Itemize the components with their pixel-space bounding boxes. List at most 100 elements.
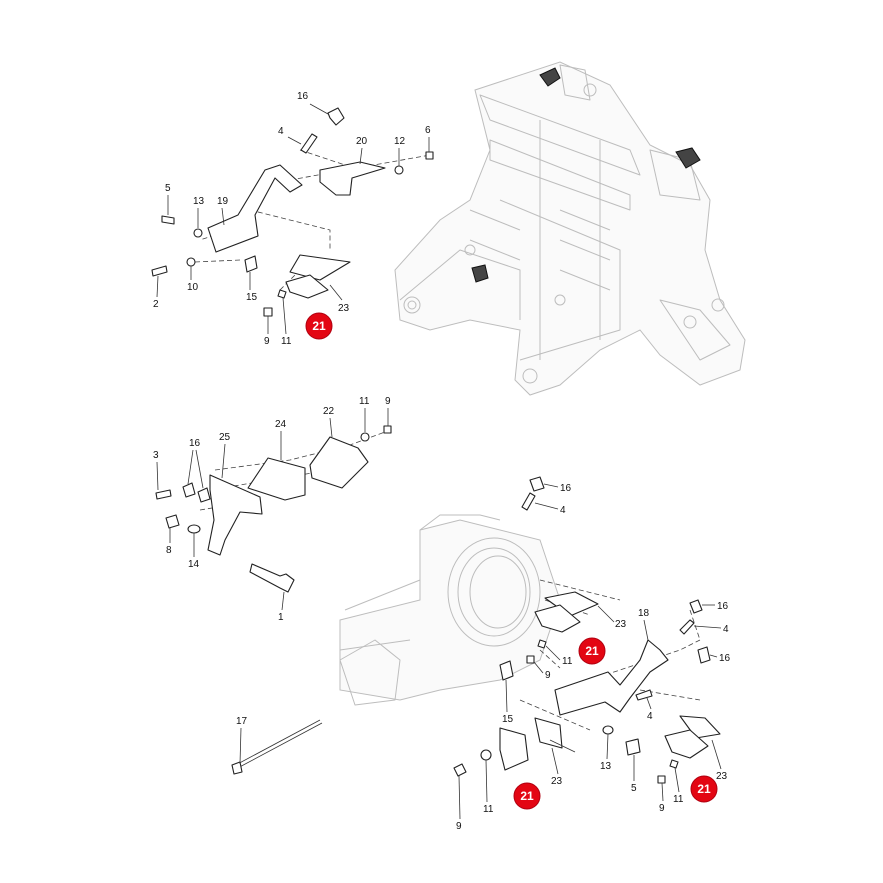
part-9-nut: [383, 425, 392, 434]
part-22-plate: [309, 436, 369, 489]
callout-12: 12: [394, 136, 406, 147]
assembly-top-left: [151, 107, 434, 317]
part-11-washer: [537, 639, 547, 649]
part-16-elbow: [689, 599, 703, 614]
part-14-washer: [187, 524, 201, 534]
part-15-spacer: [499, 660, 514, 681]
part-23-plate: [289, 254, 351, 281]
callout-9: 9: [659, 803, 665, 814]
callout-9: 9: [456, 821, 462, 832]
part-11-washer: [277, 289, 287, 299]
part-6-nut: [425, 151, 434, 160]
callout-4: 4: [723, 624, 729, 635]
callout-4: 4: [278, 126, 284, 137]
part-4-bolt: [521, 492, 536, 511]
part-21-badge[interactable]: 21: [513, 782, 541, 810]
callout-5: 5: [165, 183, 171, 194]
part-12-washer: [394, 165, 404, 175]
part-9-nut: [263, 307, 273, 317]
callout-23: 23: [615, 619, 627, 630]
callout-1: 1: [278, 612, 284, 623]
callout-13: 13: [600, 761, 612, 772]
part-24-plate: [247, 457, 306, 501]
part-17-rod: [231, 719, 321, 768]
part-4-bolt: [300, 133, 318, 154]
callout-9: 9: [264, 336, 270, 347]
callout-24: 24: [275, 419, 287, 430]
part-10-washer: [186, 257, 196, 267]
callout-14: 14: [188, 559, 200, 570]
part-11-washer: [669, 759, 679, 769]
part-18-bracket: [554, 639, 669, 716]
callout-18: 18: [638, 608, 650, 619]
callout-25: 25: [219, 432, 231, 443]
part-16-elbow: [327, 107, 345, 126]
part-21-badge[interactable]: 21: [305, 312, 333, 340]
part-21-badge[interactable]: 21: [578, 637, 606, 665]
callout-4: 4: [560, 505, 566, 516]
svg-text:21: 21: [312, 319, 326, 333]
callout-11: 11: [673, 794, 684, 805]
callout-23: 23: [551, 776, 563, 787]
callout-9: 9: [545, 670, 551, 681]
svg-text:21: 21: [520, 789, 534, 803]
part-5-bolt: [625, 738, 641, 756]
callout-22: 22: [323, 406, 335, 417]
callout-17: 17: [236, 716, 248, 727]
callout-11: 11: [359, 396, 370, 407]
callout-5: 5: [631, 783, 637, 794]
machine-frame-illustration: [394, 61, 746, 396]
callout-10: 10: [187, 282, 199, 293]
part-16-elbow: [697, 646, 711, 664]
callout-11: 11: [483, 804, 494, 815]
callout-labels: 16 4 20 12 6 5 13 19 2 10 15 23 9 11 11 …: [153, 91, 731, 832]
part-16-fitting: [197, 487, 211, 503]
part-8-nut: [165, 514, 180, 529]
callout-16: 16: [719, 653, 731, 664]
part-21-clip: [285, 274, 329, 299]
callout-11: 11: [281, 336, 292, 347]
callout-19: 19: [217, 196, 229, 207]
part-25-bracket: [207, 474, 263, 556]
callout-15: 15: [246, 292, 258, 303]
part-11-washer: [480, 749, 492, 761]
part-20-plate: [319, 161, 386, 196]
callout-16: 16: [717, 601, 729, 612]
part-4-bolt: [635, 689, 653, 701]
callout-13: 13: [193, 196, 205, 207]
callout-15: 15: [502, 714, 514, 725]
part-9-nut: [453, 763, 467, 777]
part-16-elbow: [529, 476, 545, 492]
part-21-clip: [664, 729, 709, 759]
location-marker-2: [675, 147, 701, 169]
part-11-washer: [360, 432, 370, 442]
callout-11: 11: [562, 656, 573, 667]
highlight-badges: 21 21 21 21: [305, 312, 718, 810]
assembly-middle-left: [155, 425, 392, 775]
callout-8: 8: [166, 545, 172, 556]
location-marker-1: [539, 67, 561, 87]
callout-16: 16: [297, 91, 309, 102]
part-13-washer: [193, 228, 203, 238]
callout-6: 6: [425, 125, 431, 136]
part-13-washer: [602, 725, 614, 735]
part-21-clip: [534, 604, 581, 633]
svg-text:21: 21: [585, 644, 599, 658]
callout-20: 20: [356, 136, 368, 147]
part-16-fitting: [182, 482, 196, 498]
part-19-bracket: [207, 164, 303, 253]
part-4-bolt: [679, 619, 695, 635]
callout-16: 16: [189, 438, 201, 449]
callout-16: 16: [560, 483, 572, 494]
location-marker-3: [471, 264, 489, 283]
callout-23: 23: [716, 771, 728, 782]
callout-4: 4: [647, 711, 653, 722]
part-2-bolt: [151, 265, 168, 277]
callout-2: 2: [153, 299, 159, 310]
callout-23: 23: [338, 303, 350, 314]
part-21-clip: [499, 727, 529, 771]
part-5-bolt: [161, 215, 175, 225]
part-21-badge[interactable]: 21: [690, 775, 718, 803]
svg-text:21: 21: [697, 782, 711, 796]
